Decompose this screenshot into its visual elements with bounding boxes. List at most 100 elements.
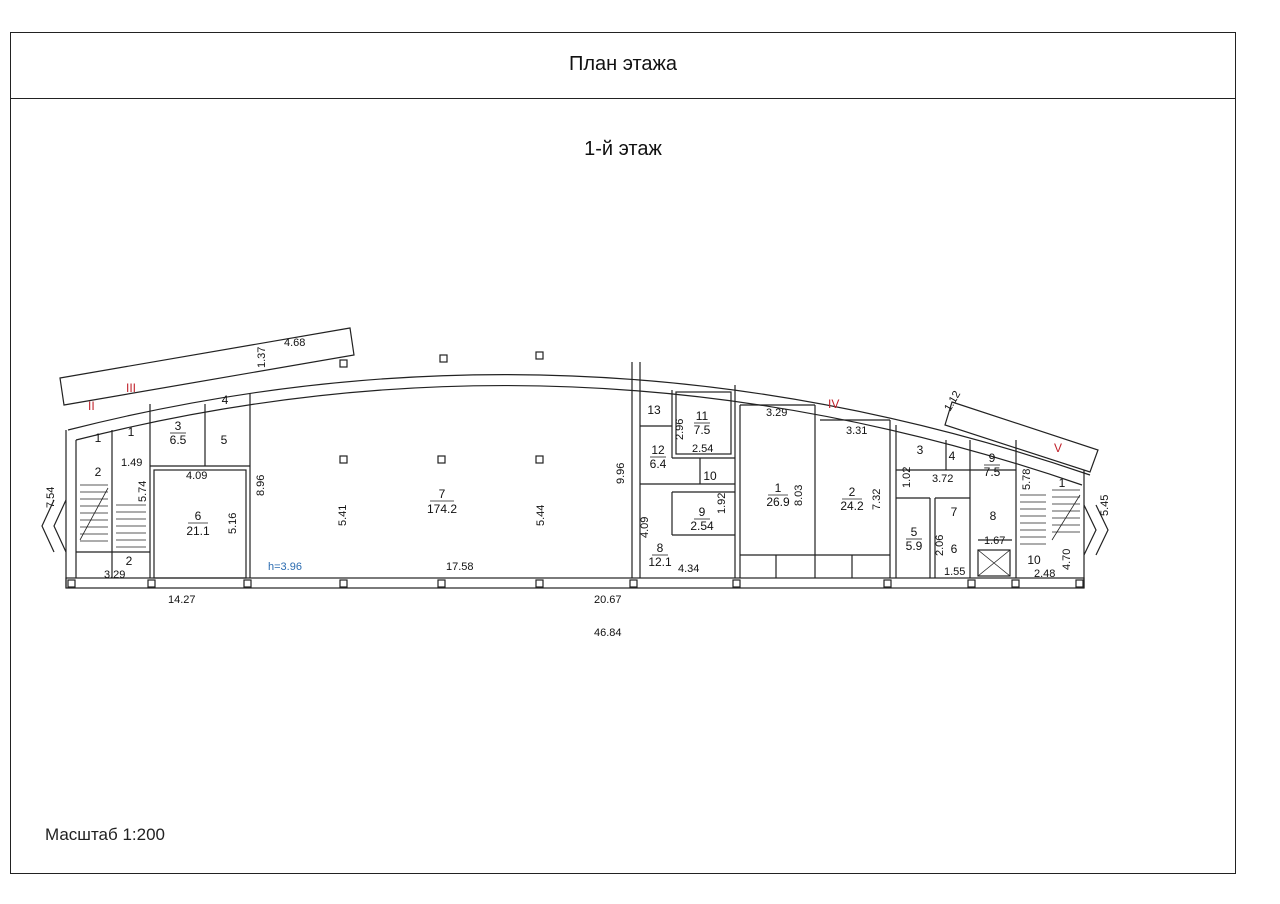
hall-columns — [339, 351, 544, 588]
dim: 5.44 — [535, 505, 547, 526]
room-number: 3 — [917, 443, 924, 457]
section-II: II — [88, 399, 95, 413]
area-fraction-lines — [170, 422, 1000, 556]
room-number: 2 — [95, 465, 102, 479]
room-number: 8 — [990, 509, 997, 523]
elevator-x — [977, 549, 1011, 577]
dim: 8.03 — [793, 485, 805, 506]
room-number: 6 — [195, 509, 202, 523]
rear-wall — [65, 577, 1085, 589]
perimeter-columns — [67, 579, 1084, 588]
room-area: 7.5 — [984, 465, 1001, 479]
room-number: 11 — [696, 409, 709, 423]
room-number: 9 — [699, 505, 706, 519]
canopy-right — [944, 401, 1099, 473]
dim: 5.74 — [137, 481, 149, 502]
dim: 4.70 — [1061, 549, 1073, 570]
elevator-shaft — [977, 549, 1011, 577]
dim: 1.12 — [942, 389, 963, 414]
dim: 4.09 — [639, 517, 651, 538]
dim: 1.02 — [901, 467, 913, 488]
section-III: III — [126, 381, 136, 395]
ceiling-height: h=3.96 — [268, 561, 302, 573]
room-number: 5 — [221, 433, 228, 447]
drawing-sheet: План этажа 1-й этаж Масштаб 1:200 — [10, 32, 1236, 874]
room-number: 6 — [951, 542, 958, 556]
block-b-west-wall — [734, 385, 741, 578]
room-6-outline — [153, 469, 247, 579]
dim: 8.96 — [255, 475, 267, 496]
dim: 1.49 — [121, 457, 142, 469]
room-number: 13 — [647, 403, 661, 417]
room-number: 4 — [222, 393, 229, 407]
dim: 2.06 — [934, 535, 946, 556]
room-number: 7 — [951, 505, 958, 519]
dim: 5.41 — [337, 505, 349, 526]
room-number: 1 — [128, 425, 135, 439]
front-wall-outer — [67, 373, 1091, 476]
room-number: 9 — [989, 451, 996, 465]
entrance-right — [1083, 504, 1109, 556]
section-V: V — [1054, 441, 1062, 455]
canopy-left — [59, 327, 355, 406]
dim: 3.31 — [846, 425, 867, 437]
dim: 5.16 — [227, 513, 239, 534]
room-area: 6.5 — [170, 433, 187, 447]
dim: 2.48 — [1034, 568, 1055, 580]
dim: 4.68 — [284, 337, 305, 349]
room-number: 2 — [126, 554, 133, 568]
room-area: 174.2 — [427, 502, 457, 516]
section-markers: II III IV V — [88, 381, 1062, 455]
room-number: 3 — [175, 419, 182, 433]
room-area: 24.2 — [840, 499, 864, 513]
room-area: 12.1 — [648, 555, 672, 569]
dim: 3.72 — [932, 473, 953, 485]
dim: 20.67 — [594, 594, 622, 606]
dim: 1.67 — [984, 535, 1005, 547]
room-number: 12 — [651, 443, 665, 457]
title-block: План этажа — [11, 33, 1235, 99]
dim: 5.45 — [1099, 495, 1111, 516]
room-11-outline — [675, 391, 732, 455]
dim: 14.27 — [168, 594, 196, 606]
stair-right — [1020, 489, 1081, 545]
room-number: 4 — [949, 449, 956, 463]
floor-label: 1-й этаж — [584, 138, 662, 160]
hall-east-wall — [631, 362, 641, 578]
room-area: 7.5 — [694, 423, 711, 437]
room-number: 1 — [95, 431, 102, 445]
room-number: 8 — [657, 541, 664, 555]
stair-left — [79, 484, 146, 548]
room-number: 5 — [911, 525, 918, 539]
front-wall-inner — [75, 384, 1083, 486]
dim: 17.58 — [446, 561, 474, 573]
room-number: 10 — [703, 469, 717, 483]
dim: 2.96 — [674, 419, 686, 440]
room-area: 5.9 — [906, 539, 923, 553]
room-area: 26.9 — [766, 495, 790, 509]
door-marks — [775, 555, 853, 578]
section-IV: IV — [828, 397, 839, 411]
left-partitions — [75, 393, 251, 578]
dimension-labels: 4.68 1.37 7.54 1.49 5.74 3.29 4.09 5.16 … — [45, 337, 1111, 639]
plan-title: План этажа — [568, 53, 678, 75]
dim: 5.78 — [1021, 469, 1033, 490]
right-partitions — [895, 425, 1017, 578]
dim: 2.54 — [692, 443, 713, 455]
scale-label: Масштаб 1:200 — [45, 825, 165, 844]
dim: 7.32 — [871, 489, 883, 510]
room-labels: 1 2 1 2 3 6.5 4 5 6 21.1 7 174.2 13 11 7… — [95, 393, 1066, 569]
room-number: 2 — [849, 485, 856, 499]
room-area: 2.54 — [690, 519, 714, 533]
dim: 1.92 — [716, 493, 728, 514]
dim: 4.09 — [186, 470, 207, 482]
room-number: 1 — [1059, 476, 1066, 490]
dim: 7.54 — [45, 487, 57, 508]
dim: 1.37 — [256, 347, 268, 368]
dim: 4.34 — [678, 563, 699, 575]
room-area: 6.4 — [650, 457, 667, 471]
room-area: 21.1 — [186, 524, 210, 538]
middle-partitions — [640, 390, 735, 536]
dim: 3.29 — [766, 407, 787, 419]
